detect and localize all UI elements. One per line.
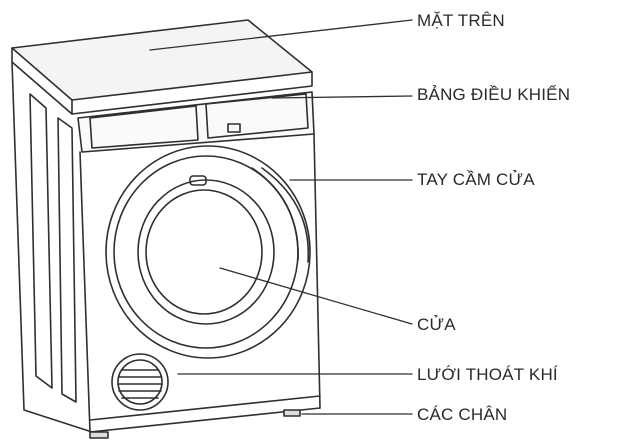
label-door-handle: TAY CẦM CỬA [417,170,535,189]
label-vent-grille: LƯỚI THOÁT KHÍ [417,365,558,384]
label-control-panel: BẢNG ĐIỀU KHIỂN [417,85,571,104]
door [105,145,311,359]
front-panel [79,133,321,433]
vent-grille [111,353,169,411]
indicator-light [227,123,241,133]
door-handle [251,167,310,263]
label-feet: CÁC CHÂN [417,405,508,424]
feet [89,409,301,439]
left-side-panel [11,61,93,433]
leader-door [219,267,413,325]
label-door: CỬA [417,315,456,334]
control-panel [77,91,315,153]
leader-top-surface [149,19,413,51]
leader-control-panel [271,95,413,99]
label-top-surface: MẶT TRÊN [417,11,505,30]
leader-lines [149,19,413,415]
